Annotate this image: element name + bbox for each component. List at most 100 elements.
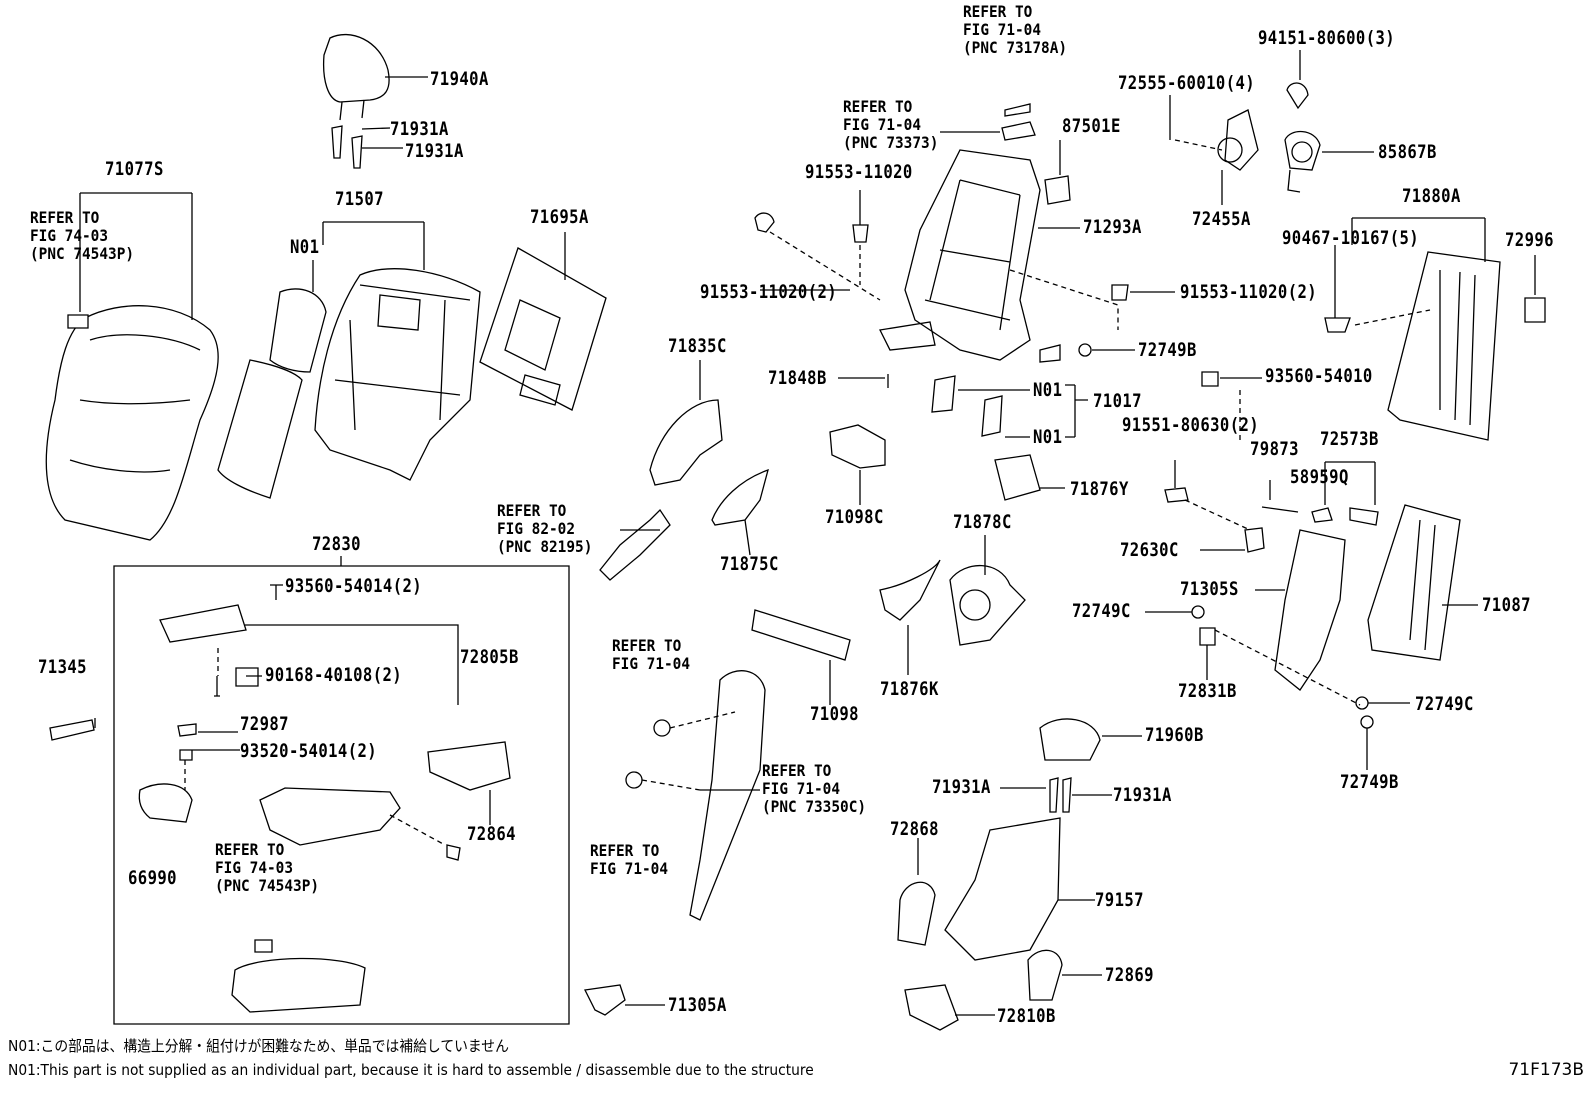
board-71695A: [480, 248, 606, 410]
part-label: 72996: [1505, 229, 1554, 251]
part-label: 93560-54014(2): [285, 575, 423, 597]
part-label: 72831B: [1178, 680, 1237, 702]
part-label: 71017: [1093, 390, 1142, 412]
part-label: 91553-11020(2): [700, 281, 838, 303]
part-label: 72630C: [1120, 539, 1179, 561]
wire-harness: [600, 510, 670, 580]
figure-code: 71F173B: [1508, 1060, 1584, 1080]
part-label: 91551-80630(2): [1122, 414, 1260, 436]
part-label: 71087: [1482, 594, 1531, 616]
part-label: 71293A: [1083, 216, 1142, 238]
headrest-71960B: [1040, 719, 1100, 760]
part-label: 71960B: [1145, 724, 1204, 746]
armrest-pad: [232, 958, 365, 1012]
part-label: 71880A: [1402, 185, 1461, 207]
part-label: 71931A: [405, 140, 464, 162]
pad-73178A: [1005, 104, 1030, 116]
part-label: 72749C: [1072, 600, 1131, 622]
cover-71077S: [46, 306, 218, 540]
cover-71875C: [712, 470, 768, 525]
part-label: 71695A: [530, 206, 589, 228]
cup-holder-cover: [160, 605, 246, 642]
speaker-85867B: [1285, 132, 1320, 170]
pad-N01: [218, 289, 326, 498]
part-label: 72868: [890, 818, 939, 840]
cover-71835C: [650, 400, 722, 485]
part-label: 91553-11020(2): [1180, 281, 1318, 303]
part-label: 94151-80600(3): [1258, 27, 1396, 49]
cover-71878C: [950, 566, 1025, 645]
part-label: 71305A: [668, 994, 727, 1016]
part-label: 72749B: [1138, 339, 1197, 361]
panel-71087: [1368, 505, 1460, 660]
part-label: 72869: [1105, 964, 1154, 986]
footnote-japanese: N01:この部品は、構造上分解・組付けが困難なため、単品では補給していません: [8, 1037, 509, 1055]
part-label: 90168-40108(2): [265, 664, 403, 686]
part-label: 71835C: [668, 335, 727, 357]
part-label: 90467-10167(5): [1282, 227, 1420, 249]
part-label: 71345: [38, 656, 87, 678]
seatbelt-guide: [690, 671, 765, 920]
part-label: 71931A: [932, 776, 991, 798]
part-label: 87501E: [1062, 115, 1121, 137]
part-label: 72864: [467, 823, 516, 845]
part-label: 93560-54010: [1265, 365, 1373, 387]
bracket-71305A: [585, 985, 625, 1015]
part-label: 71077S: [105, 158, 164, 180]
part-label: 71931A: [390, 118, 449, 140]
part-label: 72749C: [1415, 693, 1474, 715]
part-label: 71876K: [880, 678, 939, 700]
switch-87501E: [1045, 176, 1070, 204]
part-label: 72455A: [1192, 208, 1251, 230]
part-label: 58959Q: [1290, 466, 1349, 488]
part-label: 72805B: [460, 646, 519, 668]
part-label: 71305S: [1180, 578, 1239, 600]
headrest-guides-71931A: [332, 126, 362, 168]
part-label: 66990: [128, 867, 177, 889]
strap-71345: [50, 720, 94, 740]
part-label: 71848B: [768, 367, 827, 389]
part-label: 72555-60010(4): [1118, 72, 1256, 94]
cover-79157: [945, 818, 1060, 960]
console-tray: [260, 788, 400, 845]
cover-71876Y: [995, 455, 1040, 500]
leader-lines: [362, 77, 428, 148]
part-label: 72749B: [1340, 771, 1399, 793]
part-label: 71098: [810, 703, 859, 725]
panel-71880A: [1388, 252, 1500, 440]
part-label: N01: [290, 236, 320, 258]
part-N01-b: [932, 376, 955, 412]
part-label: 72830: [312, 533, 361, 555]
part-label: 72810B: [997, 1005, 1056, 1027]
holder-66990: [139, 784, 192, 822]
cover-72869: [1028, 950, 1062, 1000]
cover-72868: [898, 882, 935, 945]
part-label: 79873: [1250, 438, 1299, 460]
part-label: 71878C: [953, 511, 1012, 533]
part-label: N01: [1033, 379, 1063, 401]
part-N01-c: [982, 396, 1002, 436]
seat-frame: [905, 150, 1040, 360]
headrest-71940A: [324, 35, 389, 120]
screw-94151: [1287, 83, 1308, 108]
footnote-english: N01:This part is not supplied as an indi…: [8, 1061, 814, 1079]
part-label: 71098C: [825, 506, 884, 528]
part-label: 93520-54014(2): [240, 740, 378, 762]
part-label: 72987: [240, 713, 289, 735]
part-label: 71931A: [1113, 784, 1172, 806]
box-72864: [428, 742, 510, 790]
part-label: 71940A: [430, 68, 489, 90]
part-label: 71875C: [720, 553, 779, 575]
cover-71098C: [830, 425, 885, 468]
cover-72810B: [905, 985, 958, 1030]
part-label: 85867B: [1378, 141, 1437, 163]
bracket-71305S: [1275, 530, 1345, 690]
cover-71098: [752, 610, 850, 660]
part-label: 91553-11020: [805, 161, 913, 183]
